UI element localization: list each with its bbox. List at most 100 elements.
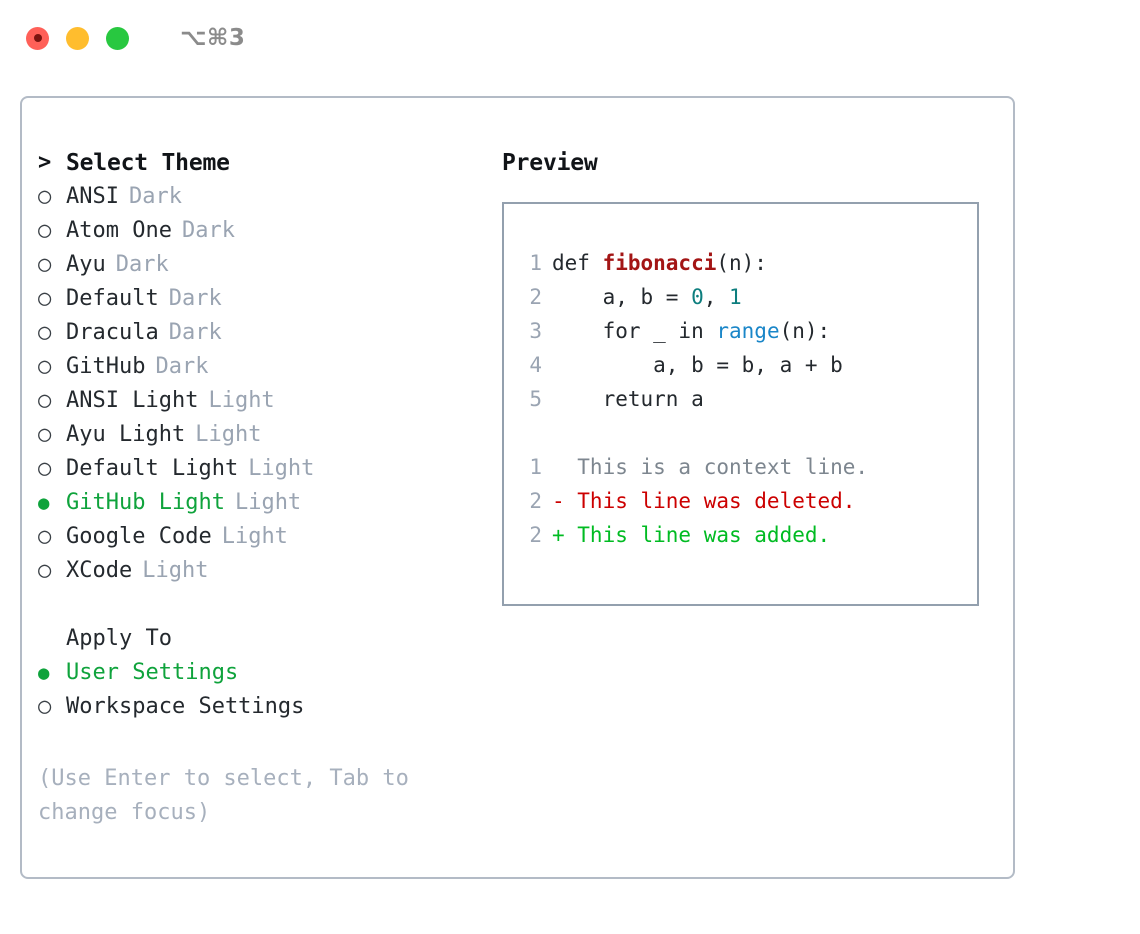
theme-name: Default Light <box>66 456 239 481</box>
theme-option-ansi-dark[interactable]: ○ ANSI Dark <box>38 180 478 214</box>
radio-unselected-icon[interactable]: ○ <box>38 694 52 719</box>
theme-option-xcode-light[interactable]: ○ XCode Light <box>38 554 478 588</box>
diff-line-deleted: 2 - This line was deleted. <box>516 484 971 518</box>
code-line: 5 return a <box>516 382 971 416</box>
diff-content: - This line was deleted. <box>552 489 856 513</box>
diff-line-context: 1 This is a context line. <box>516 450 971 484</box>
theme-name: ANSI <box>66 184 119 209</box>
theme-option-ayu-dark[interactable]: ○ Ayu Dark <box>38 248 478 282</box>
theme-name: Atom One <box>66 218 172 243</box>
list-spacer <box>38 588 478 622</box>
theme-option-default-dark[interactable]: ○ Default Dark <box>38 282 478 316</box>
code-content: a, b = b, a + b <box>552 348 843 382</box>
theme-variant: Light <box>142 558 209 583</box>
theme-variant: Dark <box>181 218 235 243</box>
radio-unselected-icon[interactable]: ○ <box>38 524 52 549</box>
preview-title: Preview <box>502 150 598 176</box>
code-content: a, b = 0, 1 <box>552 280 742 314</box>
select-theme-heading: > Select Theme <box>38 146 478 180</box>
code-token-builtin: range <box>716 319 780 343</box>
code-token-function: fibonacci <box>602 251 717 275</box>
theme-option-dracula-dark[interactable]: ○ Dracula Dark <box>38 316 478 350</box>
theme-option-default-light[interactable]: ○ Default Light Light <box>38 452 478 486</box>
maximize-button[interactable] <box>106 26 129 50</box>
code-token: (n): <box>716 251 767 275</box>
line-number: 2 <box>529 285 542 309</box>
code-blank-line <box>516 416 971 450</box>
code-line: 3 for _ in range(n): <box>516 314 971 348</box>
line-number: 1 <box>529 251 542 275</box>
theme-variant: Dark <box>128 184 182 209</box>
theme-picker-column: > Select Theme ○ ANSI Dark ○ Atom One Da… <box>38 146 478 724</box>
radio-unselected-icon[interactable]: ○ <box>38 184 52 209</box>
radio-unselected-icon[interactable]: ○ <box>38 422 52 447</box>
code-token: (n): <box>779 319 831 343</box>
code-token-number: 0 <box>691 285 704 309</box>
apply-to-heading: Apply To <box>66 626 172 651</box>
theme-name: Default <box>66 286 159 311</box>
apply-to-label: User Settings <box>66 660 239 685</box>
main-panel: > Select Theme ○ ANSI Dark ○ Atom One Da… <box>20 96 1015 879</box>
code-token: for _ in <box>552 319 717 343</box>
theme-variant: Light <box>221 524 288 549</box>
diff-line-added: 2 + This line was added. <box>516 518 971 552</box>
theme-name: Ayu <box>66 252 106 277</box>
preview-box: 1 def fibonacci(n): 2 a, b = 0, 1 3 for … <box>502 202 979 606</box>
code-content: def fibonacci(n): <box>552 246 767 280</box>
apply-to-label: Workspace Settings <box>66 694 305 719</box>
traffic-lights <box>26 26 129 50</box>
code-line: 4 a, b = b, a + b <box>516 348 971 382</box>
code-token: , <box>703 285 730 309</box>
theme-variant: Dark <box>168 320 222 345</box>
radio-unselected-icon[interactable]: ○ <box>38 286 52 311</box>
diff-content: This is a context line. <box>552 455 869 479</box>
code-line: 1 def fibonacci(n): <box>516 246 971 280</box>
theme-variant: Light <box>234 490 302 515</box>
theme-option-ayu-light[interactable]: ○ Ayu Light Light <box>38 418 478 452</box>
theme-name: XCode <box>66 558 133 583</box>
preview-code-area: 1 def fibonacci(n): 2 a, b = 0, 1 3 for … <box>516 246 971 552</box>
theme-option-google-code-light[interactable]: ○ Google Code Light <box>38 520 478 554</box>
theme-name: GitHub <box>66 354 146 379</box>
theme-name: Google Code <box>66 524 212 549</box>
title-bar: ⌥⌘3 <box>0 0 1140 76</box>
keyboard-hint-text: (Use Enter to select, Tab to change focu… <box>38 766 423 825</box>
theme-option-github-dark[interactable]: ○ GitHub Dark <box>38 350 478 384</box>
line-number: 4 <box>529 353 542 377</box>
theme-name: ANSI Light <box>66 388 199 413</box>
radio-unselected-icon[interactable]: ○ <box>38 354 52 379</box>
line-number: 1 <box>529 455 542 479</box>
theme-option-atom-one-dark[interactable]: ○ Atom One Dark <box>38 214 478 248</box>
radio-selected-icon[interactable]: ● <box>38 662 50 684</box>
caret-icon: > <box>38 150 52 175</box>
theme-variant: Dark <box>168 286 222 311</box>
diff-content: + This line was added. <box>552 523 831 547</box>
theme-option-github-light[interactable]: ● GitHub Light Light <box>38 486 478 520</box>
radio-unselected-icon[interactable]: ○ <box>38 456 52 481</box>
code-token: a, b = b, a + b <box>552 353 843 377</box>
theme-name: Dracula <box>66 320 159 345</box>
keyboard-shortcut-label: ⌥⌘3 <box>180 25 246 51</box>
line-number: 2 <box>529 523 542 547</box>
apply-to-option-user-settings[interactable]: ● User Settings <box>38 656 478 690</box>
theme-name: GitHub Light <box>66 490 225 515</box>
radio-selected-icon[interactable]: ● <box>38 492 50 514</box>
minimize-button[interactable] <box>66 26 89 50</box>
line-number: 2 <box>529 489 542 513</box>
theme-variant: Light <box>195 422 262 447</box>
close-button[interactable] <box>26 26 49 50</box>
radio-unselected-icon[interactable]: ○ <box>38 320 52 345</box>
radio-unselected-icon[interactable]: ○ <box>38 218 52 243</box>
radio-unselected-icon[interactable]: ○ <box>38 558 52 583</box>
line-number: 5 <box>529 387 542 411</box>
preview-column: Preview 1 def fibonacci(n): 2 a, b = 0, … <box>502 146 992 606</box>
theme-option-ansi-light[interactable]: ○ ANSI Light Light <box>38 384 478 418</box>
radio-unselected-icon[interactable]: ○ <box>38 252 52 277</box>
code-token: return a <box>552 387 704 411</box>
apply-to-option-workspace-settings[interactable]: ○ Workspace Settings <box>38 690 478 724</box>
theme-variant: Dark <box>115 252 169 277</box>
radio-unselected-icon[interactable]: ○ <box>38 388 52 413</box>
theme-name: Ayu Light <box>66 422 186 447</box>
select-theme-heading-label: Select Theme <box>66 150 230 176</box>
